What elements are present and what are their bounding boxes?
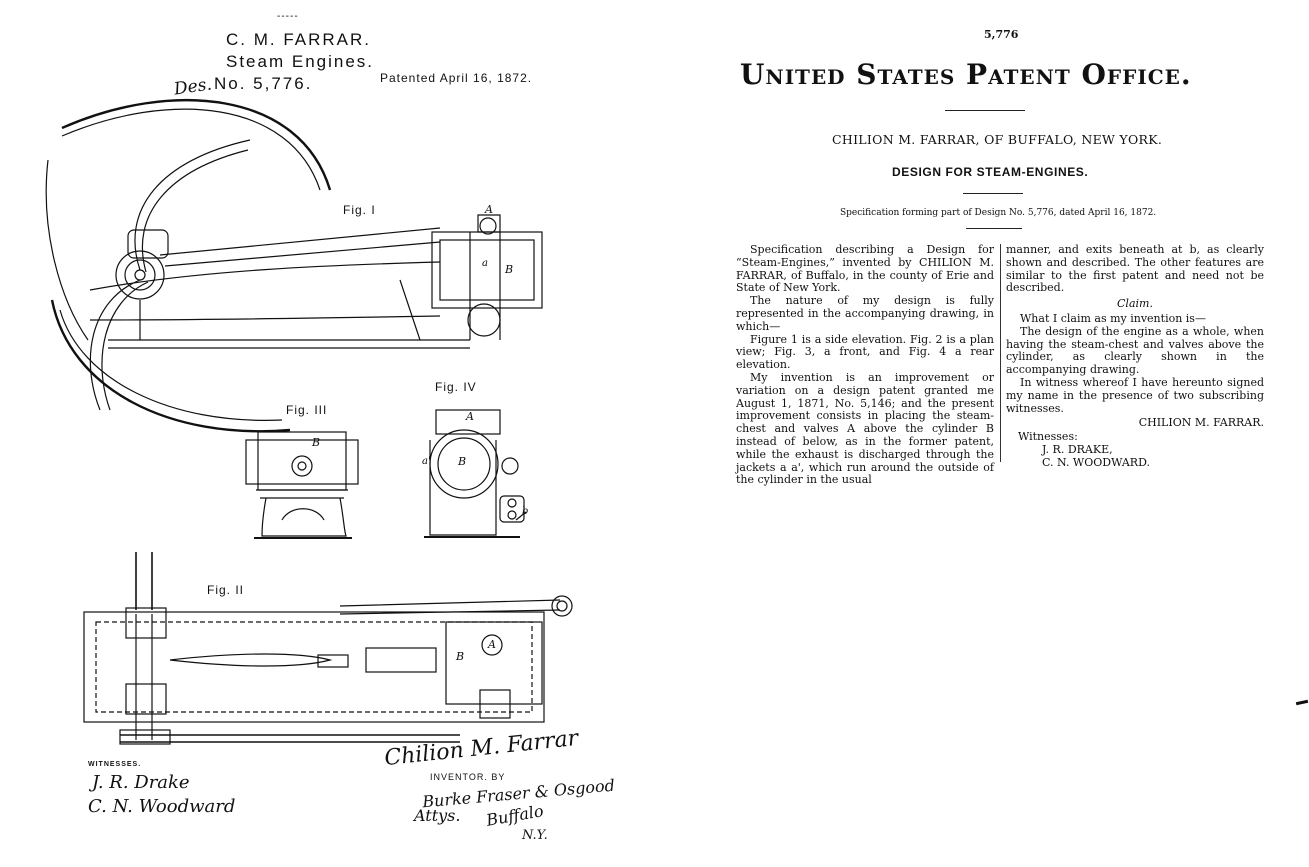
drawing-sheet: ----- C. M. FARRAR. Steam Engines. Des. … (0, 0, 640, 867)
witnesses-label: Witnesses: (1018, 430, 1078, 444)
attorney-label: Attys. (414, 806, 461, 825)
inventor-by-label: INVENTOR. BY (430, 772, 506, 782)
fig3-label: Fig. III (286, 403, 328, 417)
witness-signature-drake: J. R. Drake (92, 772, 190, 793)
fig3-front-elevation (245, 431, 359, 539)
fig2-plan-view (83, 552, 573, 745)
spec-paragraph: manner, and exits beneath at b, as clear… (1006, 243, 1264, 295)
drawing-title: Steam Engines. (226, 52, 375, 71)
patent-drawings (45, 98, 573, 745)
header-dash: ----- (277, 11, 299, 22)
claim-heading: Claim. (1117, 297, 1153, 311)
flywheel-spoke (134, 139, 251, 271)
fig2-label: Fig. II (207, 583, 245, 597)
steam-chest-valve (477, 214, 501, 233)
spec-paragraph: The nature of my design is fully represe… (736, 294, 994, 333)
crank-hub (115, 250, 165, 300)
part-letter-A: A (466, 410, 474, 423)
witness-name: C. N. WOODWARD. (1042, 455, 1151, 469)
connecting-rod (159, 227, 441, 267)
specification-page: 5,776 United States Patent Office. CHILI… (640, 0, 1309, 867)
witness-name: J. R. DRAKE, (1042, 442, 1113, 456)
spec-column-right: manner, and exits beneath at b, as clear… (1006, 243, 1264, 470)
cylinder (431, 231, 543, 309)
divider-rule (945, 110, 1025, 111)
spec-paragraph: My invention is an improvement or variat… (736, 370, 994, 487)
part-letter-A: A (485, 203, 493, 216)
design-title: DESIGN FOR STEAM-ENGINES. (892, 165, 1089, 179)
flywheel-rim (61, 98, 332, 191)
claim-text: The design of the engine as a whole, whe… (1006, 324, 1264, 377)
divider-rule (966, 228, 1022, 229)
spec-paragraph: Specification describing a Design for “S… (736, 243, 994, 295)
part-letter-B: B (505, 263, 514, 276)
fig4-rear-elevation (424, 409, 525, 538)
patented-date: Patented April 16, 1872. (380, 71, 533, 85)
part-letter-a-prime: a' (422, 456, 431, 467)
part-letter-b: b (522, 506, 529, 517)
spec-column-left: Specification describing a Design for “S… (736, 243, 994, 487)
office-heading: United States Patent Office. (740, 58, 1192, 91)
steam-pipe-arm (339, 599, 561, 615)
part-letter-B: B (456, 650, 465, 663)
spec-paragraph: Figure 1 is a side elevation. Fig. 2 is … (736, 332, 994, 372)
spec-paragraph: What I claim as my invention is— (1020, 311, 1206, 325)
fig1-label: Fig. I (343, 203, 376, 217)
piston-rod (169, 653, 333, 667)
patent-number: 5,776 (984, 28, 1019, 41)
fig4-label: Fig. IV (435, 380, 477, 394)
engine-bed (89, 261, 470, 349)
witnesses-label: WITNESSES. (88, 761, 142, 768)
specification-reference: Specification forming part of Design No.… (840, 208, 1157, 218)
fig1-side-elevation (45, 98, 543, 433)
spec-paragraph: In witness whereof I have hereunto signe… (1006, 375, 1264, 415)
part-letter-A: A (488, 638, 496, 651)
part-letter-a: a (482, 258, 488, 269)
divider-rule (963, 193, 1023, 194)
drawing-patent-number: No. 5,776. (214, 74, 313, 93)
attorney-state: N.Y. (522, 828, 548, 843)
part-letter-B: B (458, 455, 467, 468)
drawing-inventor-name: C. M. FARRAR. (226, 30, 372, 49)
part-letter-B: B (312, 436, 321, 449)
witness-signature-woodward: C. N. Woodward (88, 796, 236, 817)
scan-edge-mark (1295, 699, 1309, 706)
column-divider (1000, 244, 1001, 462)
applicant-line: CHILION M. FARRAR, OF BUFFALO, NEW YORK. (832, 132, 1163, 147)
inventor-signature-print: CHILION M. FARRAR. (1138, 416, 1264, 430)
